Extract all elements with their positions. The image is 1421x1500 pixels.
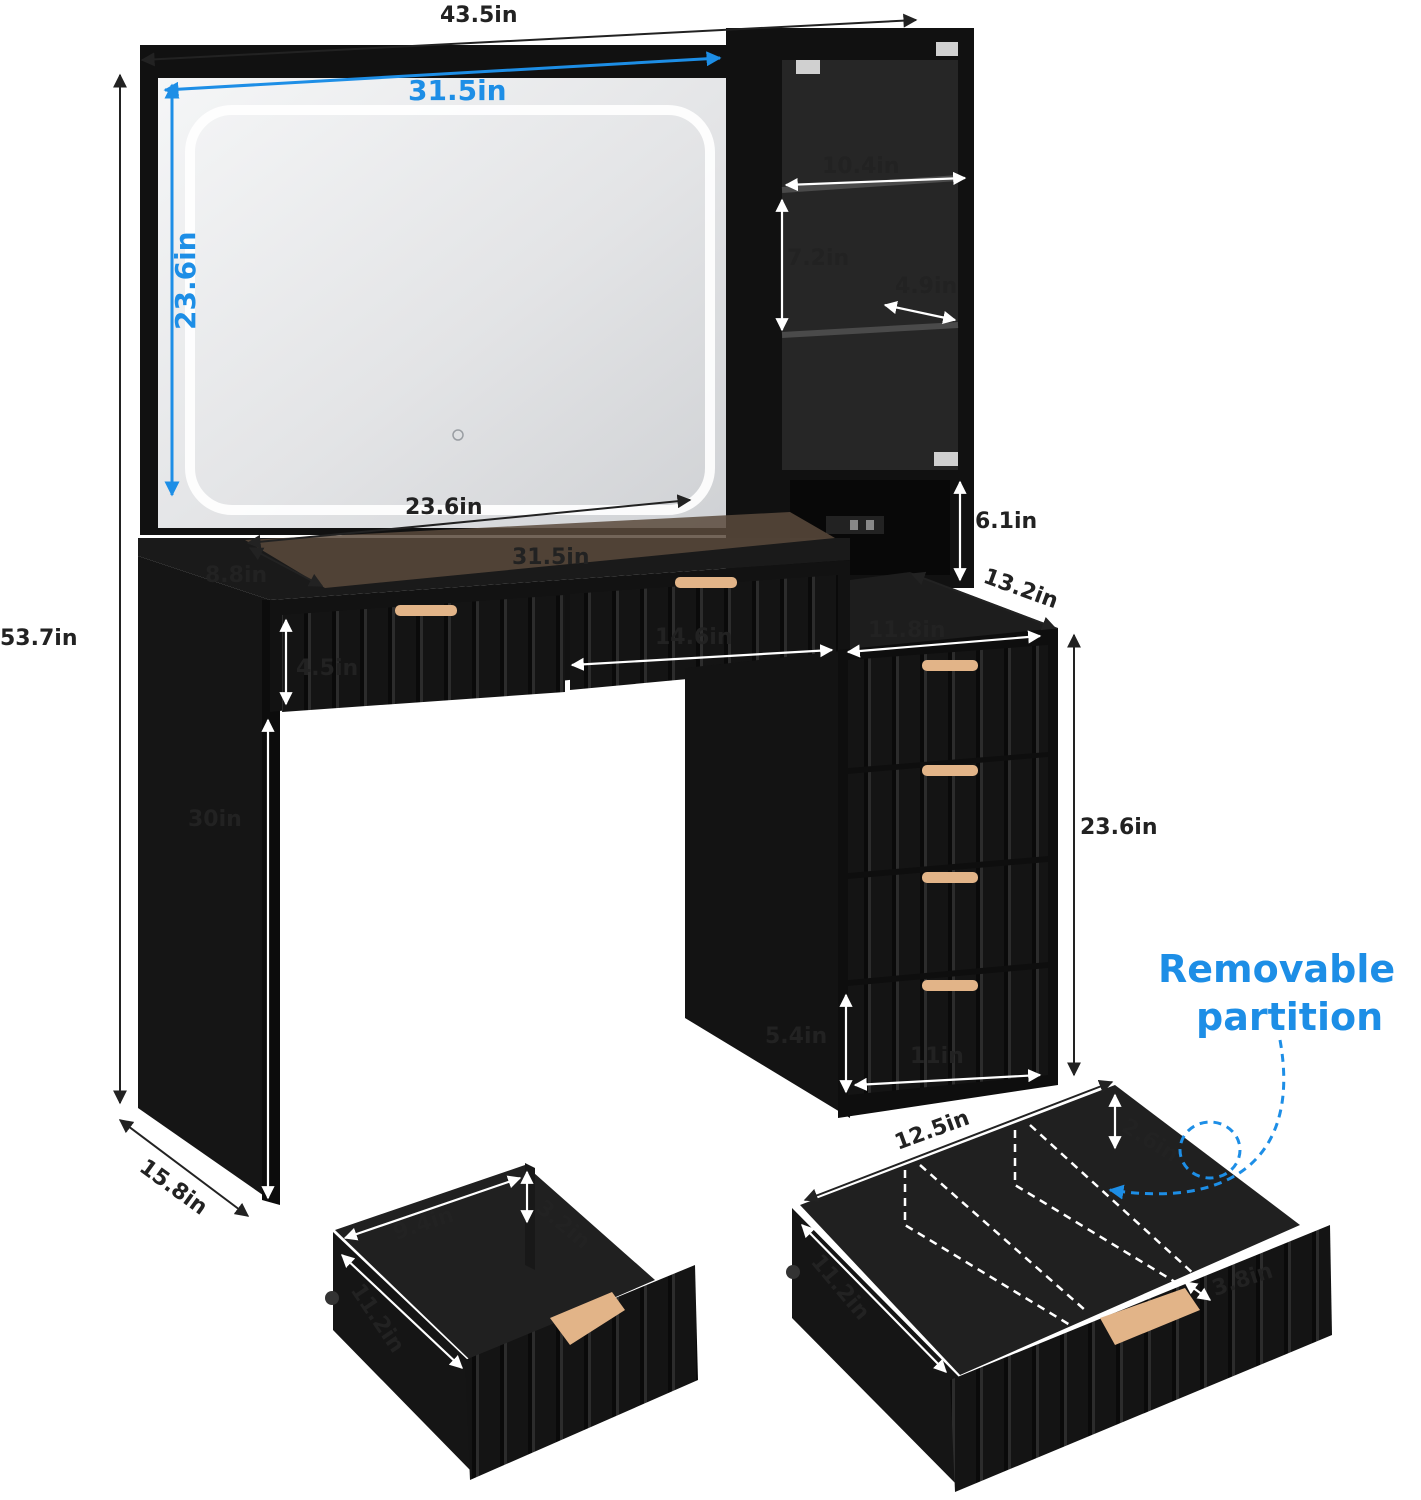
vanity-illustration	[138, 28, 1058, 1205]
hinge-top-right	[936, 42, 958, 56]
drawer-handle-left	[395, 605, 457, 616]
hinge-bottom	[934, 452, 958, 466]
usb-port-icon	[850, 520, 858, 530]
removable-partition-callout: Removable partition	[1158, 947, 1395, 1039]
large-drawer-front	[950, 1225, 1332, 1492]
touch-sensor-icon	[452, 429, 464, 441]
cabinet-side	[685, 650, 850, 1118]
overall-width-label: 43.5in	[440, 3, 517, 28]
shelf-height-label: 7.2in	[787, 246, 849, 271]
drawer-front-width-label: 14.6in	[655, 625, 732, 650]
cabinet-handle-2	[922, 765, 978, 776]
callout-line-1: Removable	[1158, 947, 1395, 991]
large-drawer-knob	[786, 1265, 800, 1279]
cabinet-drawer-3	[848, 862, 1048, 980]
cabinet-drawer-height-label: 5.4in	[765, 1024, 827, 1049]
shelf-width-label: 10.4in	[822, 154, 899, 179]
callout-curve	[1108, 1039, 1286, 1200]
cabinet-height-label: 23.6in	[1080, 815, 1157, 840]
overall-height-label: 53.7in	[0, 626, 77, 651]
partition-line-4	[1029, 1124, 1196, 1276]
cabinet-drawer-4	[848, 968, 1048, 1095]
small-drawer-handle	[550, 1292, 625, 1345]
outlet-gap-label: 6.1in	[975, 509, 1037, 534]
shelf-board-middle	[781, 322, 959, 338]
mirror-width-label: 31.5in	[408, 74, 507, 107]
glass-top-depth-label: 8.8in	[205, 563, 267, 588]
left-leg	[138, 556, 270, 1200]
cabinet-handle-4	[922, 980, 978, 991]
callout-line-2: partition	[1196, 995, 1383, 1039]
partition-line-2	[919, 1164, 1086, 1311]
shelf-glass-door	[782, 60, 958, 470]
dimension-arrows	[113, 13, 1212, 1373]
desk-width-label: 31.5in	[512, 545, 589, 570]
partition-callout-connector	[1108, 1039, 1286, 1200]
left-drawer-front	[282, 595, 565, 712]
usb-port-icon-2	[866, 520, 874, 530]
cabinet-drawer-2	[848, 757, 1048, 873]
leg-height-label: 30in	[188, 807, 242, 832]
overall-depth-label: 15.8in	[134, 1155, 211, 1221]
cabinet-drawer-1	[848, 645, 1048, 768]
glass-top-width-label: 23.6in	[405, 495, 482, 520]
hinge-top-left	[796, 60, 820, 74]
cabinet-width-label: 11.8in	[868, 618, 945, 643]
cabinet-handle-3	[922, 872, 978, 883]
small-drawer-knob	[325, 1291, 339, 1305]
partition-highlight-circle	[1178, 1120, 1242, 1180]
small-drawer-front	[465, 1265, 698, 1480]
mirror-height-label: 23.6in	[169, 231, 202, 330]
shelf-depth-label: 4.9in	[895, 274, 957, 299]
drawer-front-height-label: 4.5in	[296, 656, 358, 681]
drawer-handle-right	[675, 577, 737, 588]
cabinet-handle-1	[922, 660, 978, 671]
large-drawer-handle	[1100, 1288, 1200, 1345]
cabinet-drawer-width-label: 11in	[910, 1044, 964, 1069]
mirror-glass	[158, 78, 736, 528]
